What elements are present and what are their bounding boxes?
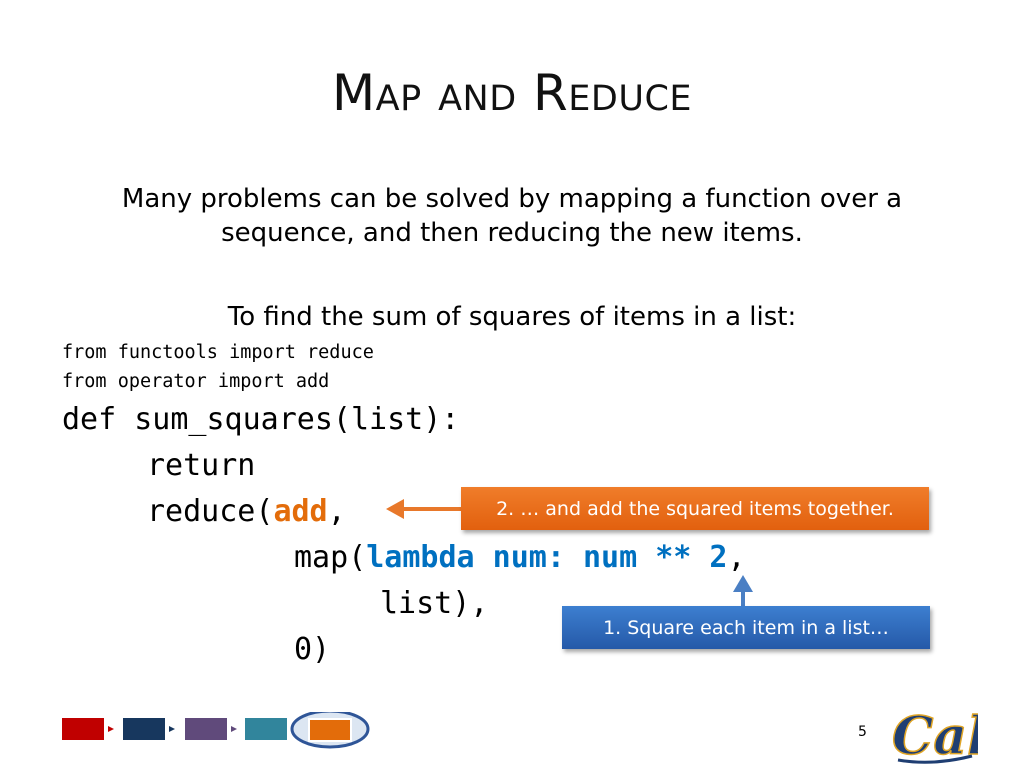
code-zero-arg: 0)	[294, 632, 331, 667]
nav-step-4[interactable]	[243, 716, 289, 742]
nav-arrow-icon	[231, 726, 237, 732]
code-map-call: map(	[294, 540, 367, 575]
nav-step-1[interactable]	[60, 716, 106, 742]
nav-step-3[interactable]	[183, 716, 229, 742]
nav-arrow-icon	[169, 726, 175, 732]
code-import-functools: from functools import reduce	[62, 342, 374, 363]
code-list-arg: list),	[380, 586, 489, 621]
nav-step-2[interactable]	[121, 716, 167, 742]
callout-square-items: 1. Square each item in a list…	[562, 606, 930, 649]
code-lambda-expr: lambda num: num ** 2	[366, 540, 728, 575]
code-reduce-line: reduce(add,	[147, 494, 346, 529]
code-def-line: def sum_squares(list):	[62, 402, 460, 437]
nav-arrow-icon	[108, 726, 114, 732]
code-reduce-comma: ,	[327, 494, 346, 529]
svg-text:Cal: Cal	[892, 706, 978, 766]
code-map-comma: ,	[727, 540, 746, 575]
code-map-line: map(lambda num: num ** 2,	[294, 540, 746, 575]
nav-step-5-current[interactable]	[290, 712, 370, 749]
slide-title: Map and Reduce	[331, 64, 693, 122]
slide-number: 5	[858, 724, 867, 740]
progress-nav	[60, 712, 370, 749]
code-import-operator: from operator import add	[62, 371, 330, 392]
arrow-to-power	[733, 575, 753, 607]
code-reduce-call: reduce(	[147, 494, 274, 529]
callout-add-squares: 2. … and add the squared items together.	[461, 487, 929, 530]
arrow-to-add	[386, 499, 462, 519]
code-add-arg: add	[273, 494, 328, 529]
code-return-line: return	[147, 448, 256, 483]
intro-text: Many problems can be solved by mapping a…	[121, 184, 903, 248]
cal-logo: Cal	[891, 705, 978, 766]
subheading: To find the sum of squares of items in a…	[227, 302, 797, 332]
